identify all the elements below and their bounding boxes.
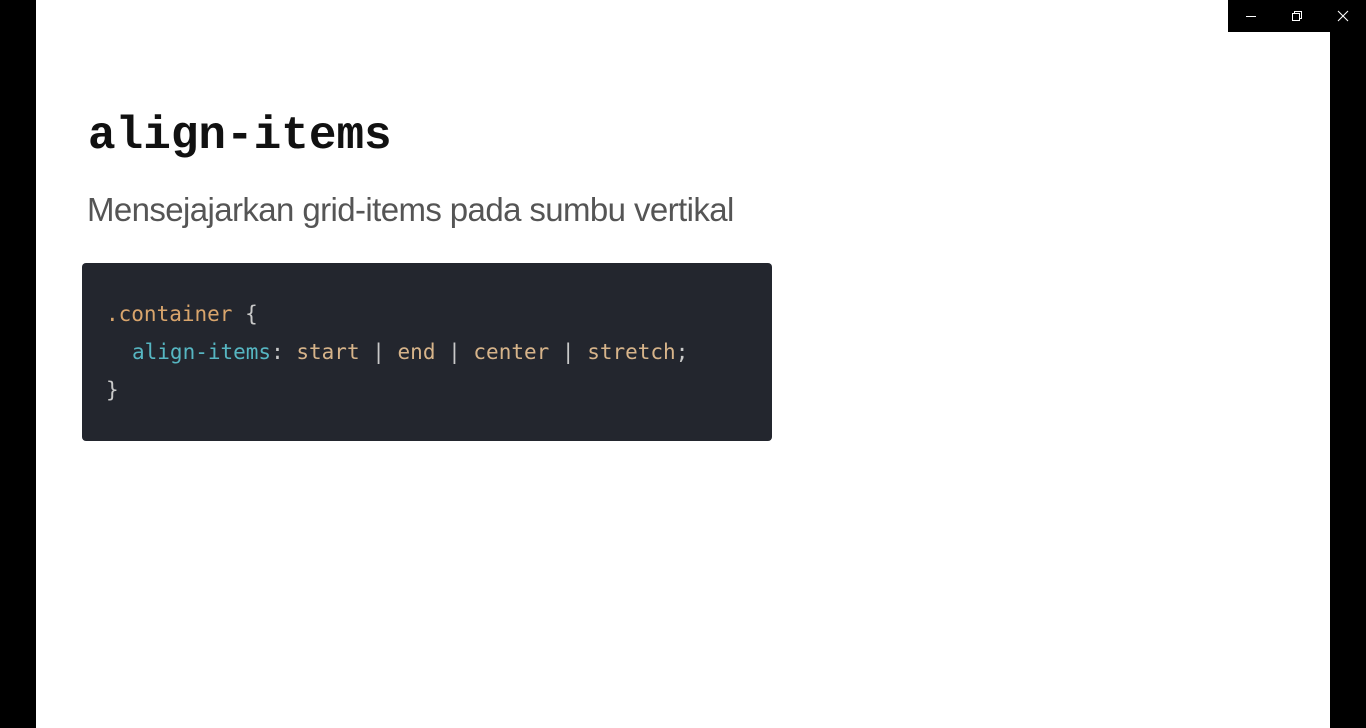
restore-button[interactable]	[1274, 0, 1320, 32]
close-button[interactable]	[1320, 0, 1366, 32]
code-open-brace: {	[232, 302, 258, 326]
slide-title: align-items	[88, 110, 392, 162]
code-line-1: .container {	[106, 295, 772, 333]
code-separator: |	[549, 340, 588, 364]
code-line-3: }	[106, 371, 772, 409]
code-close-brace: }	[106, 378, 119, 402]
code-value-start: start	[296, 340, 360, 364]
minimize-icon	[1246, 16, 1256, 17]
close-icon	[1337, 10, 1349, 22]
code-semicolon: ;	[675, 340, 689, 364]
presentation-slide: align-items Mensejajarkan grid-items pad…	[36, 0, 1330, 728]
code-property: align-items	[132, 340, 272, 364]
slide-subtitle: Mensejajarkan grid-items pada sumbu vert…	[87, 191, 734, 228]
code-value-end: end	[397, 340, 436, 364]
code-selector: .container	[106, 302, 233, 326]
code-colon: :	[271, 340, 297, 364]
restore-icon	[1292, 11, 1302, 21]
minimize-button[interactable]	[1228, 0, 1274, 32]
code-value-center: center	[473, 340, 550, 364]
code-block: .container { align-items: start | end | …	[82, 263, 772, 441]
window-controls	[1228, 0, 1366, 32]
code-line-2: align-items: start | end | center | stre…	[106, 333, 772, 371]
code-value-stretch: stretch	[587, 340, 676, 364]
code-separator: |	[359, 340, 398, 364]
code-separator: |	[435, 340, 474, 364]
